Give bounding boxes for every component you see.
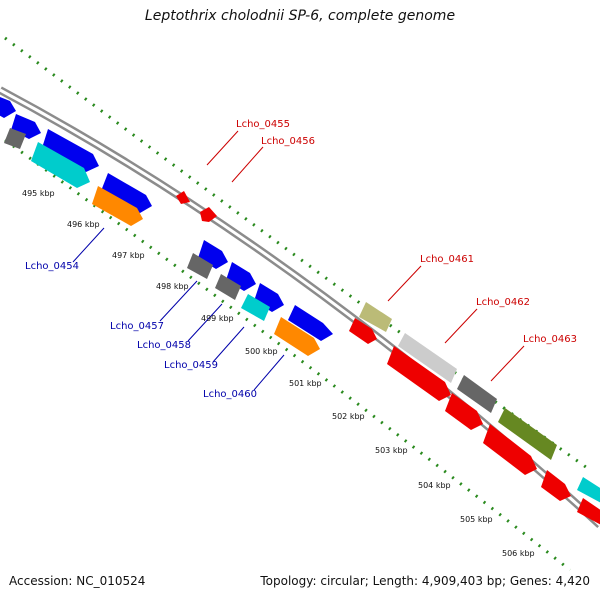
- callout-line-0457: [159, 280, 198, 322]
- scale-tick-495: 495 kbp: [22, 189, 55, 198]
- gene-forward-lightgray[interactable]: [398, 333, 457, 383]
- gene-reverse-red-4[interactable]: [483, 424, 537, 475]
- scale-tick-499: 499 kbp: [201, 314, 234, 323]
- scale-tick-496: 496 kbp: [67, 220, 100, 229]
- outer-dotted-track: [4, 36, 591, 472]
- gene-forward-blue-8[interactable]: [288, 305, 333, 341]
- gene-forward-khaki[interactable]: [359, 302, 392, 332]
- scale-tick-502: 502 kbp: [332, 412, 365, 421]
- callout-line-0458: [187, 303, 223, 342]
- gene-forward-gray-2[interactable]: [457, 375, 497, 413]
- gene-reverse-red-5[interactable]: [541, 470, 571, 501]
- gene-reverse-cyan-1[interactable]: [31, 142, 90, 188]
- scale-tick-506: 506 kbp: [502, 549, 535, 558]
- gene-label-lcho-0455[interactable]: Lcho_0455: [236, 119, 290, 130]
- gene-label-lcho-0461[interactable]: Lcho_0461: [420, 254, 474, 265]
- callout-line-0461: [387, 265, 422, 302]
- scale-tick-497: 497 kbp: [112, 251, 145, 260]
- gene-label-lcho-0458[interactable]: Lcho_0458: [137, 340, 191, 351]
- gene-reverse-red-3[interactable]: [445, 393, 483, 430]
- genome-summary-text: Topology: circular; Length: 4,909,403 bp…: [260, 574, 590, 588]
- gene-forward-blue-3[interactable]: [42, 129, 99, 172]
- gene-label-lcho-0460[interactable]: Lcho_0460: [203, 389, 257, 400]
- gene-forward-blue-4[interactable]: [101, 173, 152, 213]
- gene-reverse-cyan-3[interactable]: [241, 294, 270, 321]
- gene-reverse-gray-3[interactable]: [187, 253, 213, 279]
- scale-tick-504: 504 kbp: [418, 481, 451, 490]
- gene-label-lcho-0459[interactable]: Lcho_0459: [164, 360, 218, 371]
- callout-line-0460: [253, 354, 285, 391]
- gene-label-lcho-0462[interactable]: Lcho_0462: [476, 297, 530, 308]
- gene-label-lcho-0463[interactable]: Lcho_0463: [523, 334, 577, 345]
- callout-line-0456: [231, 146, 264, 183]
- inner-dotted-track: [4, 138, 571, 572]
- callout-line-0459: [212, 326, 245, 363]
- scale-tick-501: 501 kbp: [289, 379, 322, 388]
- gene-label-lcho-0456[interactable]: Lcho_0456: [261, 136, 315, 147]
- scale-tick-505: 505 kbp: [460, 515, 493, 524]
- callout-line-0454: [72, 227, 105, 263]
- gene-forward-olive[interactable]: [498, 408, 557, 460]
- callout-line-0463: [490, 345, 525, 382]
- gene-reverse-gray-4[interactable]: [215, 274, 241, 300]
- gene-reverse-red-2[interactable]: [387, 346, 451, 401]
- gene-reverse-orange-1[interactable]: [92, 186, 143, 226]
- gene-reverse-red-1[interactable]: [349, 318, 377, 344]
- gene-small-red-2[interactable]: [200, 207, 217, 222]
- scale-tick-500: 500 kbp: [245, 347, 278, 356]
- gene-reverse-gray-1[interactable]: [4, 128, 26, 149]
- scale-tick-503: 503 kbp: [375, 446, 408, 455]
- gene-forward-cyan-2[interactable]: [577, 477, 600, 505]
- gene-forward-blue-1[interactable]: [0, 95, 16, 118]
- callout-line-0462: [444, 308, 478, 344]
- accession-text: Accession: NC_010524: [9, 574, 146, 588]
- gene-small-red-1[interactable]: [176, 191, 190, 204]
- gene-reverse-orange-2[interactable]: [274, 317, 320, 356]
- gene-label-lcho-0457[interactable]: Lcho_0457: [110, 321, 164, 332]
- scale-tick-498: 498 kbp: [156, 282, 189, 291]
- callout-line-0455: [206, 130, 239, 166]
- gene-label-lcho-0454[interactable]: Lcho_0454: [25, 261, 79, 272]
- gene-reverse-red-6[interactable]: [577, 498, 600, 527]
- map-title: Leptothrix cholodnii SP-6, complete geno…: [144, 8, 456, 24]
